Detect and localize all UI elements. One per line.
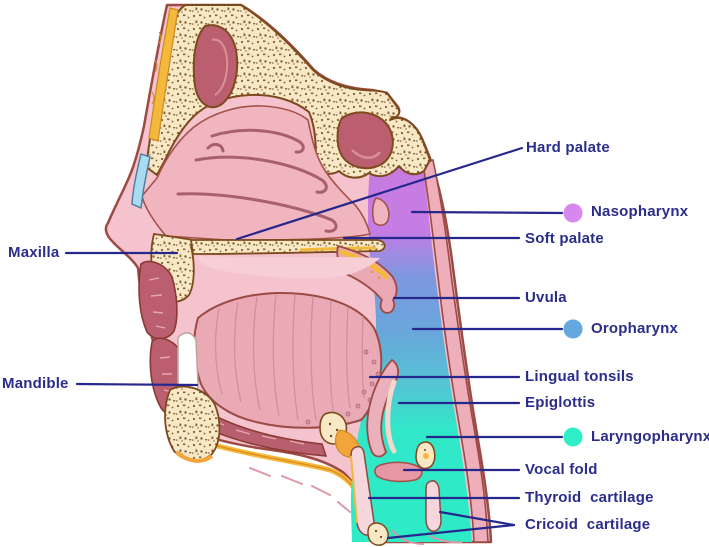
leader-lines-layer [64,146,583,540]
mandible-bone [164,385,221,463]
oral-cavity [196,256,380,279]
sphenoid-sinus [336,111,394,170]
cricoid-cartilage-posterior [425,480,442,532]
trachea-rings [391,529,463,545]
leader-line-nasopharynx [410,210,564,215]
leader-line-cricoid-cartilage [386,523,516,540]
nasal-cartilage [131,153,151,210]
region-dot-oropharynx [563,319,583,339]
upper-lip-gum [138,260,178,340]
eustachian-tube-opening [371,197,390,226]
lingual-tonsil-bumps [305,349,381,425]
hard-palate-bone [189,239,386,255]
epiglottis-shape [366,358,399,458]
tongue [193,292,383,429]
leader-line-hard-palate [235,146,524,241]
region-dot-laryngopharynx [563,427,583,447]
leader-line-cricoid-cartilage [438,510,516,527]
cricoid-cartilage-anterior [367,522,389,546]
nasal-cavity [141,105,371,241]
leader-line-mandible [75,382,199,387]
region-dot-nasopharynx [563,203,583,223]
scalp-fat-band [148,7,179,142]
nasal-conchae [176,128,338,233]
posterior-pharyngeal-wall [422,158,489,543]
frontal-sinus [192,24,239,109]
arytenoid-cartilage [415,441,436,470]
vocal-fold-shape [374,461,423,483]
thyroid-cartilage-shape [350,445,375,536]
